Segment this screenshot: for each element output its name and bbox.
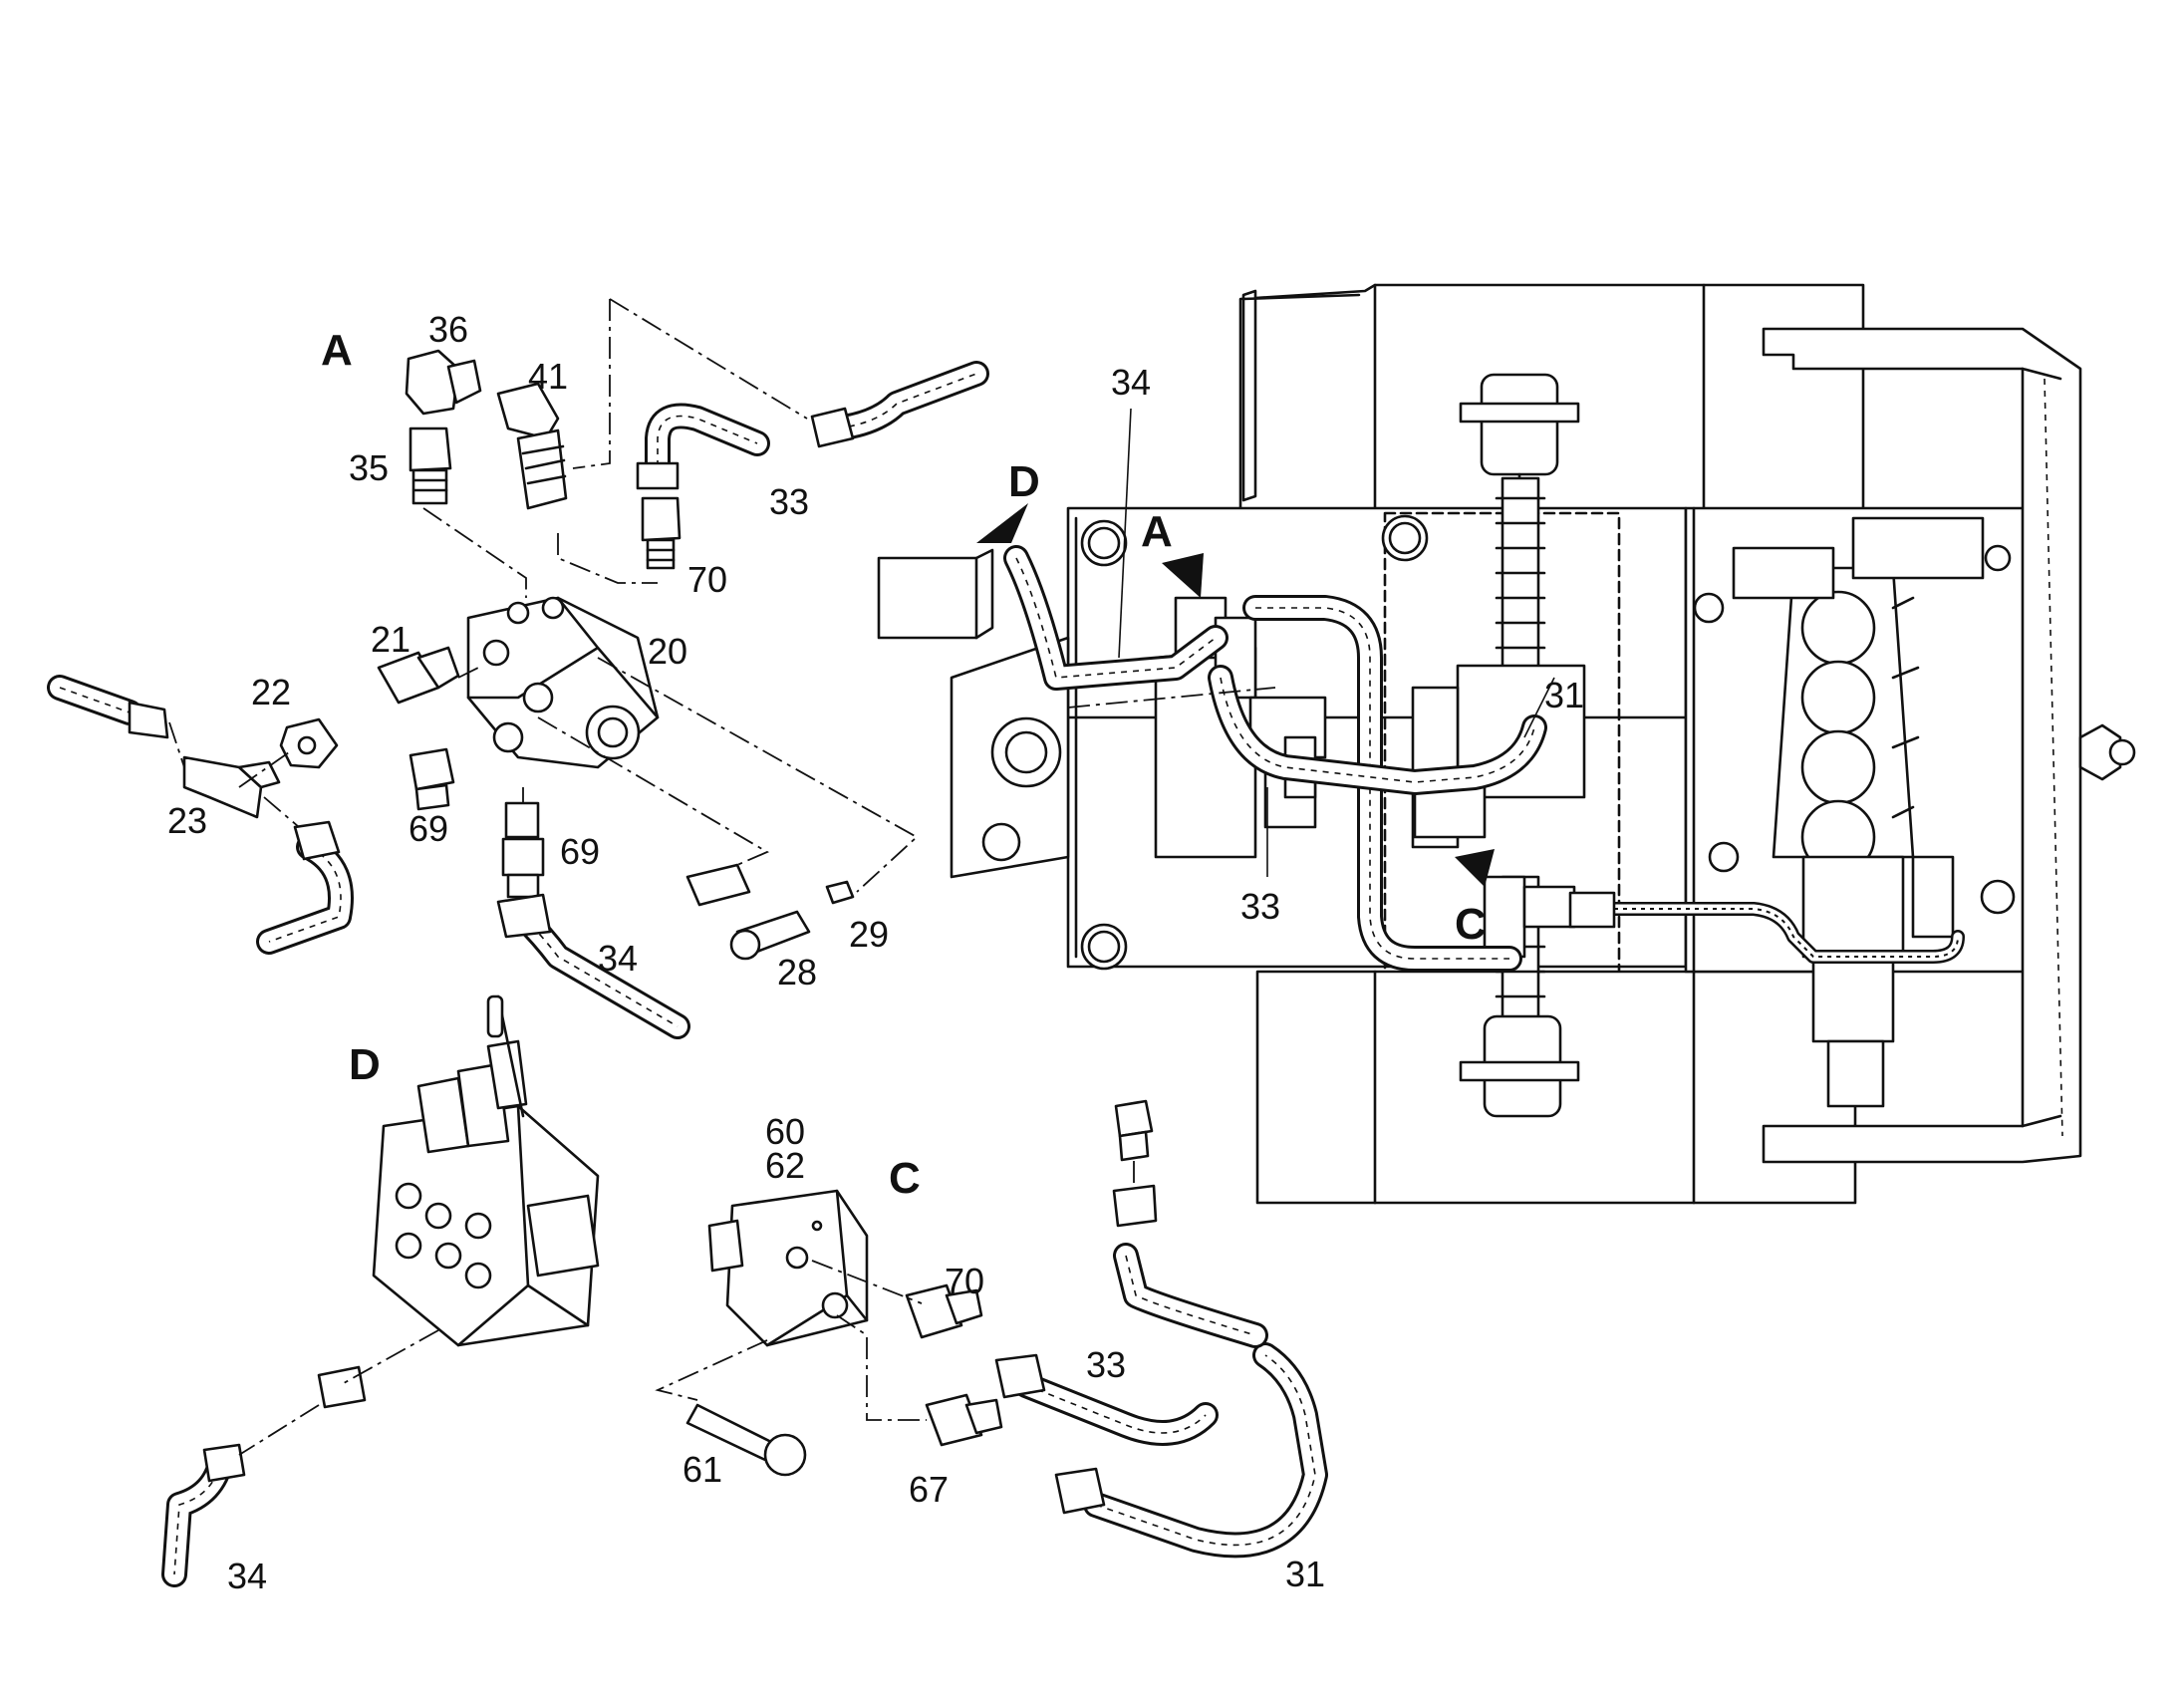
callout-61: 61 <box>682 1449 722 1490</box>
callout-33-c: 33 <box>1086 1344 1126 1385</box>
label-view-a: A <box>321 326 353 375</box>
arrow-label-c: C <box>1455 900 1487 949</box>
view-arrow-c <box>1455 849 1495 887</box>
label-view-c: C <box>889 1154 921 1203</box>
callout-69-left: 69 <box>409 808 448 849</box>
callout-33-main: 33 <box>1240 886 1280 927</box>
callout-60: 60 <box>765 1111 805 1152</box>
callout-36: 36 <box>428 309 468 350</box>
callout-31-c: 31 <box>1285 1554 1325 1594</box>
detail-a-group <box>47 298 989 1039</box>
main-machine-assembly <box>877 283 2136 1205</box>
callout-34-d: 34 <box>227 1556 267 1596</box>
callout-41: 41 <box>528 356 568 397</box>
solenoid-box <box>877 556 978 640</box>
arrow-label-a: A <box>1141 507 1173 556</box>
label-view-d: D <box>349 1040 381 1089</box>
callout-70-c: 70 <box>945 1261 984 1301</box>
view-arrow-a <box>1162 553 1204 598</box>
callout-70-a: 70 <box>687 559 727 600</box>
roller-stack <box>1772 566 1920 875</box>
view-arrow-d <box>976 503 1028 543</box>
callout-67: 67 <box>909 1469 949 1510</box>
callout-22: 22 <box>251 672 291 712</box>
arrow-label-d: D <box>1008 457 1040 506</box>
callout-62: 62 <box>765 1145 805 1186</box>
top-cylinder <box>1480 373 1559 476</box>
callout-33-a: 33 <box>769 481 809 522</box>
top-spring <box>1495 476 1546 680</box>
callout-23: 23 <box>167 800 207 841</box>
callout-69-right: 69 <box>560 831 600 872</box>
callout-29: 29 <box>849 914 889 955</box>
detail-d-group <box>161 995 600 1587</box>
left-bracket <box>1241 289 1257 502</box>
callout-28: 28 <box>777 952 817 993</box>
callout-20: 20 <box>648 631 687 672</box>
callout-34-a: 34 <box>598 938 638 979</box>
detail-c-group <box>655 1099 1328 1559</box>
callout-35: 35 <box>349 447 389 488</box>
callout-31-top: 31 <box>1544 675 1584 715</box>
callout-21: 21 <box>371 619 410 660</box>
callout-34-top: 34 <box>1111 362 1151 403</box>
